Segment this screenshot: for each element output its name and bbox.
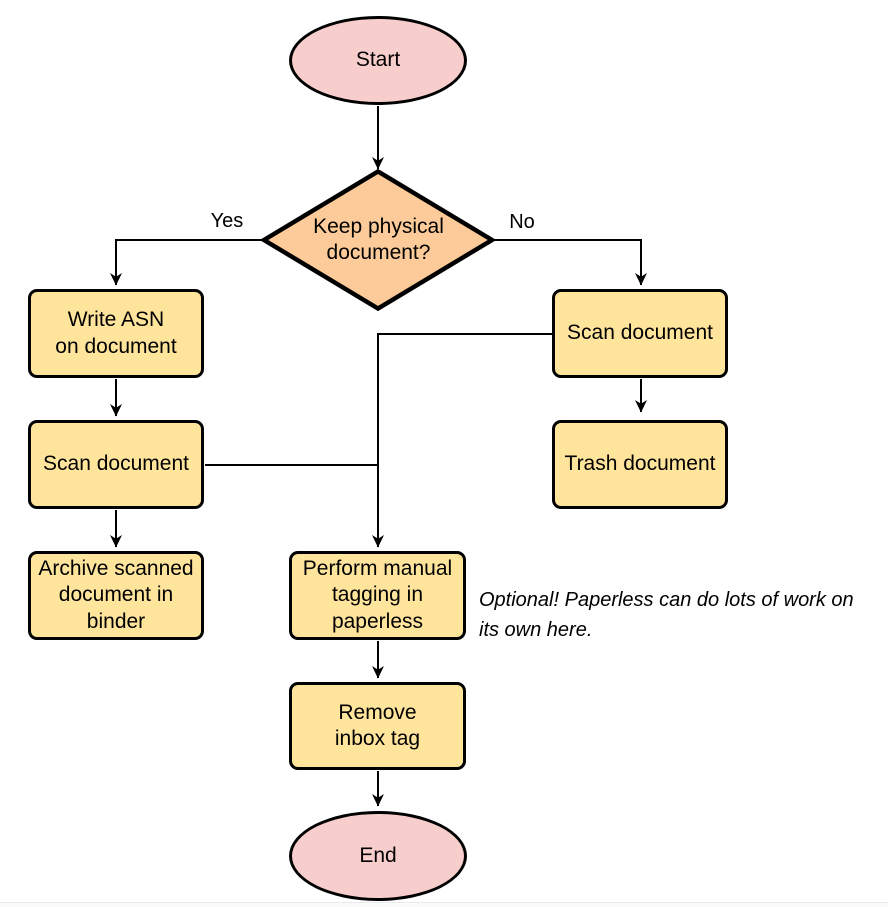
edge-decision-no-to-scan-right — [492, 239, 647, 286]
start-node: Start — [289, 16, 467, 105]
process-archive-scanned-document: Archive scanned document in binder — [28, 551, 204, 640]
edge-label-yes: Yes — [210, 210, 244, 232]
decision-diamond-shape — [259, 168, 497, 312]
below-hairline-strip — [0, 903, 888, 907]
process-trash-document: Trash document — [552, 420, 728, 509]
process-remove-inbox-tag: Remove inbox tag — [289, 682, 466, 770]
annotation-optional-paperless: Optional! Paperless can do lots of work … — [479, 589, 854, 641]
edge-label-no: No — [509, 211, 535, 233]
end-node: End — [289, 811, 467, 901]
process-manual-tagging-paperless: Perform manual tagging in paperless — [289, 551, 466, 640]
edge-decision-yes-to-write-asn — [110, 239, 264, 286]
bottom-hairline — [0, 902, 888, 903]
process-scan-document-right: Scan document — [552, 289, 728, 378]
edge-scan-right-to-tagging — [372, 333, 552, 548]
decision-keep-physical-document-label: Keep physical document? — [313, 214, 444, 264]
process-write-asn-on-document: Write ASN on document — [28, 289, 204, 378]
process-scan-document-left: Scan document — [28, 420, 204, 509]
